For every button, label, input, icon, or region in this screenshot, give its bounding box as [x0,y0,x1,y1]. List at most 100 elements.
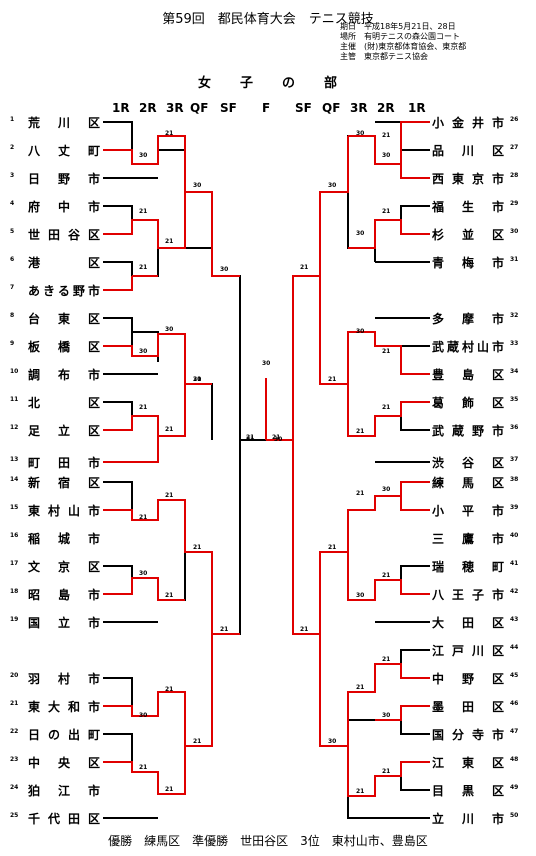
right-match-score: 30 [382,712,391,719]
right-team-name: 豊島区 [432,368,504,382]
left-team-name: 台東区 [28,312,100,326]
right-match-score: 21 [382,404,391,411]
right-match-score: 30 [328,182,337,189]
left-team-name: 文京区 [28,560,100,574]
right-team-seed: 33 [510,340,519,347]
right-match-score: 30 [382,486,391,493]
right-team-seed: 32 [510,312,519,319]
left-team-name: 世田谷区 [28,228,100,242]
left-team-seed: 1 [10,116,15,123]
right-team-name: 杉並区 [432,228,504,242]
right-match-score: 30 [356,130,365,137]
left-team-seed: 24 [10,784,19,791]
right-team-seed: 44 [510,644,519,651]
info-label-host: 主管 [340,52,356,61]
left-team-name: 国立市 [28,616,100,630]
left-match-score: 21 [165,238,174,245]
right-match-score: 30 [328,738,337,745]
right-team-name: 大田区 [432,616,504,630]
left-team-name: 新宿区 [28,476,100,490]
right-match-score: 30 [382,152,391,159]
right-team-seed: 40 [510,532,519,539]
left-team-seed: 11 [10,396,19,403]
left-team-name: 稲城市 [28,532,100,546]
info-label-date: 期日 [340,22,356,31]
left-match-score: 21 [165,492,174,499]
left-team-seed: 13 [10,456,19,463]
right-match-score: 21 [356,490,365,497]
right-team-name: 瑞穂町 [432,560,504,574]
right-match-score: 21 [356,788,365,795]
right-team-name: 福生市 [432,200,504,214]
right-team-seed: 36 [510,424,519,431]
left-team-name: 府中市 [28,200,100,214]
right-team-name: 品川区 [432,144,504,158]
right-team-name: 立川市 [432,812,504,826]
right-team-name: 武蔵野市 [432,424,504,438]
right-team-name: 青梅市 [432,256,504,270]
left-team-name: 日野市 [28,172,100,186]
right-match-score: 21 [382,132,391,139]
right-match-score: 30 [356,230,365,237]
round-header-left-qf: QF [190,101,209,115]
right-team-seed: 39 [510,504,519,511]
right-team-seed: 28 [510,172,519,179]
round-header-right-qf: QF [322,101,341,115]
right-team-name: 小金井市 [432,116,504,130]
info-row-organizer: 主催 (財)東京都体育協会、東京都 [340,42,466,52]
left-team-name: 千代田区 [28,812,100,826]
left-team-seed: 10 [10,368,19,375]
right-team-name: 小平市 [432,504,504,518]
right-team-name: 八王子市 [432,588,504,602]
left-team-seed: 25 [10,812,19,819]
right-match-score: 21 [300,626,309,633]
right-team-name: 江東区 [432,756,504,770]
right-match-score: 21 [382,656,391,663]
right-team-seed: 34 [510,368,519,375]
right-team-seed: 45 [510,672,519,679]
info-label-venue: 場所 [340,32,356,41]
final-score-top: 30 [262,360,271,367]
right-match-score: 21 [328,376,337,383]
left-match-score: 21 [165,686,174,693]
info-value-venue: 有明テニスの森公園コート [364,32,460,41]
results-summary: 優勝 練馬区 準優勝 世田谷区 3位 東村山市、豊島区 [108,834,428,848]
left-team-seed: 2 [10,144,15,151]
info-label-organizer: 主催 [340,42,356,51]
round-header-left-1r: 1R [112,101,130,115]
final-score-right: 30 [274,436,283,443]
left-match-score: 21 [165,426,174,433]
right-team-seed: 30 [510,228,519,235]
info-row-host: 主管 東京都テニス協会 [340,52,466,62]
info-row-venue: 場所 有明テニスの森公園コート [340,32,466,42]
left-team-name: 調布市 [28,368,100,382]
left-match-score: 30 [193,182,202,189]
round-header-left-3r: 3R [166,101,184,115]
right-match-score: 21 [356,428,365,435]
right-team-name: 国分寺市 [432,728,504,742]
left-team-seed: 22 [10,728,19,735]
right-team-name: 目黒区 [432,784,504,798]
left-team-name: 中央区 [28,756,100,770]
left-match-score: 30 [165,326,174,333]
left-team-seed: 12 [10,424,19,431]
left-team-name: あきる野市 [28,284,100,298]
left-team-seed: 9 [10,340,15,347]
right-team-name: 葛飾区 [432,396,504,410]
left-team-seed: 5 [10,228,15,235]
left-match-score: 21 [139,264,148,271]
left-team-name: 狛江市 [28,784,100,798]
right-match-score: 21 [382,348,391,355]
right-team-seed: 41 [510,560,519,567]
left-team-name: 港区 [28,256,100,270]
round-header-final: F [262,101,271,115]
right-match-score: 21 [382,208,391,215]
right-team-name: 江戸川区 [432,644,504,658]
left-match-score: 21 [193,376,202,383]
right-team-seed: 42 [510,588,519,595]
right-team-seed: 48 [510,756,519,763]
right-team-name: 墨田区 [432,700,504,714]
left-match-score: 21 [165,592,174,599]
right-team-seed: 27 [510,144,519,151]
